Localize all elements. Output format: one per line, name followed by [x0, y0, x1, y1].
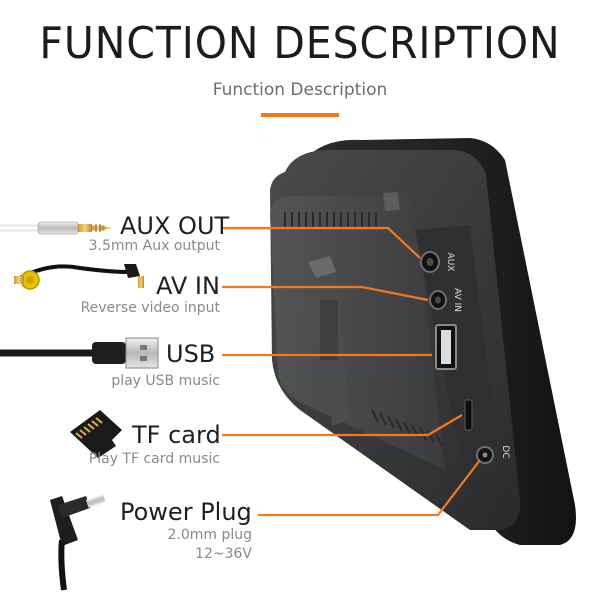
dc-plug-icon: [50, 494, 106, 591]
caption-aux-out: 3.5mm Aux output: [88, 238, 220, 254]
device-body: [270, 138, 576, 545]
leader-lines: [222, 226, 481, 517]
aux-cable-icon: [0, 221, 112, 235]
leader-line-aux: [222, 226, 421, 259]
page-subtitle: Function Description: [212, 80, 388, 100]
tf-card-icon: [70, 410, 122, 458]
caption-power-plug-type: 2.0mm plug: [167, 527, 252, 543]
page-title: FUNCTION DESCRIPTION: [39, 18, 561, 69]
port-text-dc: DC: [500, 445, 510, 458]
usb-cable-icon: [0, 337, 159, 369]
rca-cable-icon: [14, 264, 144, 290]
caption-tf-card: Play TF card music: [88, 451, 220, 467]
caption-av-in: Reverse video input: [80, 300, 220, 316]
port-strip: [415, 225, 500, 478]
leader-line-tf: [222, 414, 463, 437]
accent-divider: [261, 113, 339, 117]
label-usb: USB: [166, 340, 216, 368]
label-aux-out: AUX OUT: [120, 212, 230, 240]
leader-line-avin: [222, 285, 429, 302]
port-text-avin: AV IN: [452, 288, 462, 312]
caption-power-plug-voltage: 12~36V: [195, 546, 252, 562]
vent-top: [284, 212, 377, 228]
label-av-in: AV IN: [156, 272, 220, 300]
caption-usb: play USB music: [111, 373, 220, 389]
leader-line-power: [258, 459, 481, 517]
port-text-aux: AUX: [445, 253, 455, 272]
label-power-plug: Power Plug: [120, 498, 252, 526]
label-tf-card: TF card: [132, 421, 221, 449]
